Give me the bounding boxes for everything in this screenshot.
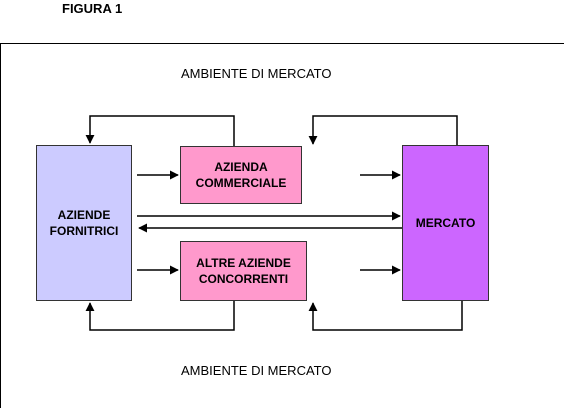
figure-label: FIGURA 1 <box>62 1 123 16</box>
node-azienda-commerciale: AZIENDA COMMERCIALE <box>180 146 302 204</box>
environment-label-top: AMBIENTE DI MERCATO <box>181 66 332 81</box>
diagram-frame <box>0 43 564 408</box>
feedback-arrow-concorrenti-to-fornitrici <box>85 301 235 331</box>
node-mercato: MERCATO <box>402 145 489 301</box>
node-aziende-fornitrici: AZIENDE FORNITRICI <box>36 145 132 301</box>
environment-label-bottom: AMBIENTE DI MERCATO <box>181 363 332 378</box>
feedback-arrow-mercato-to-concorrenti <box>308 301 463 331</box>
node-altre-aziende-concorrenti: ALTRE AZIENDE CONCORRENTI <box>180 241 307 301</box>
feedback-arrow-commerciale-to-fornitrici <box>85 115 235 146</box>
feedback-arrow-mercato-to-commerciale <box>308 115 458 145</box>
